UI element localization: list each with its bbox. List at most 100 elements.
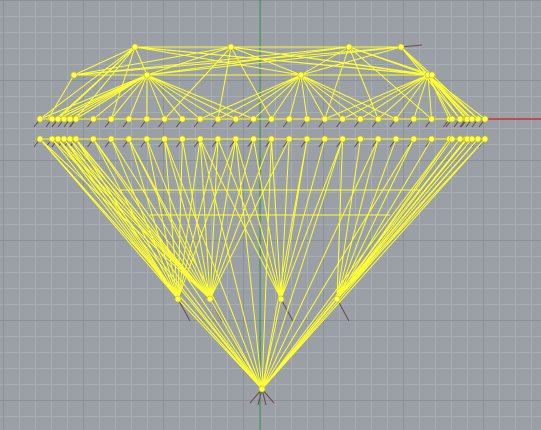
control-point[interactable]: [66, 115, 74, 123]
wire-edge: [336, 138, 473, 300]
control-point[interactable]: [161, 135, 169, 143]
culet-control-point[interactable]: [258, 385, 266, 393]
control-point[interactable]: [90, 135, 97, 143]
control-point[interactable]: [339, 135, 347, 143]
control-point[interactable]: [143, 71, 151, 79]
control-point[interactable]: [48, 135, 56, 143]
control-point[interactable]: [428, 135, 436, 143]
control-point[interactable]: [232, 135, 240, 143]
control-point[interactable]: [36, 115, 44, 123]
control-point[interactable]: [107, 115, 115, 123]
control-point[interactable]: [481, 115, 489, 123]
control-point[interactable]: [428, 115, 436, 123]
control-point[interactable]: [410, 135, 418, 143]
wire-edge: [69, 138, 179, 300]
control-point[interactable]: [72, 135, 80, 143]
control-point[interactable]: [174, 295, 182, 303]
wire-edge: [360, 74, 429, 120]
control-point[interactable]: [448, 115, 456, 123]
control-point[interactable]: [356, 135, 364, 143]
control-point[interactable]: [48, 115, 56, 123]
control-point[interactable]: [481, 135, 489, 143]
control-point[interactable]: [267, 135, 275, 143]
wire-edge: [75, 46, 136, 120]
control-point[interactable]: [356, 115, 364, 123]
wire-edge: [128, 138, 263, 390]
wire-edge: [39, 138, 263, 390]
wire-edge: [146, 74, 166, 120]
wire-edge: [300, 74, 308, 120]
control-point[interactable]: [90, 115, 97, 123]
control-point[interactable]: [397, 43, 405, 51]
control-point[interactable]: [66, 135, 74, 143]
control-point[interactable]: [285, 135, 293, 143]
control-point[interactable]: [303, 115, 311, 123]
control-point[interactable]: [468, 115, 476, 123]
control-point[interactable]: [321, 115, 329, 123]
control-point[interactable]: [474, 135, 482, 143]
control-point[interactable]: [428, 71, 436, 79]
control-point[interactable]: [297, 71, 305, 79]
control-point[interactable]: [54, 115, 62, 123]
control-point[interactable]: [456, 115, 464, 123]
control-point[interactable]: [339, 115, 347, 123]
control-point[interactable]: [374, 135, 382, 143]
control-point[interactable]: [333, 295, 341, 303]
control-point[interactable]: [474, 115, 482, 123]
control-point[interactable]: [392, 115, 400, 123]
wire-edge: [235, 74, 302, 120]
control-point[interactable]: [178, 115, 186, 123]
control-point[interactable]: [60, 115, 68, 123]
control-point[interactable]: [125, 115, 133, 123]
wire-edge: [270, 74, 302, 120]
wire-edge: [92, 138, 179, 300]
control-point[interactable]: [214, 115, 222, 123]
wire-edge: [261, 138, 415, 390]
wire-edge: [261, 138, 379, 390]
control-point[interactable]: [161, 115, 169, 123]
control-point[interactable]: [214, 135, 222, 143]
normal-tick: [400, 44, 423, 48]
control-point[interactable]: [107, 135, 115, 143]
control-point[interactable]: [143, 135, 151, 143]
wire-edge: [146, 46, 402, 76]
wire-edge: [395, 74, 429, 120]
control-point[interactable]: [70, 71, 78, 79]
control-point[interactable]: [374, 115, 382, 123]
wire-edge: [110, 138, 211, 300]
wire-edge: [336, 138, 397, 300]
control-point[interactable]: [468, 135, 476, 143]
control-point[interactable]: [54, 135, 62, 143]
control-point[interactable]: [250, 115, 258, 123]
control-point[interactable]: [392, 135, 400, 143]
control-point[interactable]: [196, 115, 204, 123]
control-point[interactable]: [206, 295, 214, 303]
control-point[interactable]: [232, 115, 240, 123]
wire-edge: [92, 138, 211, 300]
control-point[interactable]: [250, 135, 258, 143]
control-point[interactable]: [321, 135, 329, 143]
wire-edge: [348, 46, 379, 120]
control-point[interactable]: [448, 135, 456, 143]
control-point[interactable]: [125, 135, 133, 143]
control-point[interactable]: [303, 135, 311, 143]
control-point[interactable]: [456, 135, 464, 143]
control-point[interactable]: [72, 115, 80, 123]
control-point[interactable]: [277, 295, 285, 303]
control-point[interactable]: [410, 115, 418, 123]
control-point[interactable]: [131, 43, 139, 51]
control-point[interactable]: [143, 115, 151, 123]
control-point[interactable]: [227, 43, 235, 51]
wire-edge: [336, 138, 433, 300]
control-point[interactable]: [60, 135, 68, 143]
control-point[interactable]: [267, 115, 275, 123]
control-point[interactable]: [36, 135, 44, 143]
control-point[interactable]: [345, 43, 353, 51]
wire-edge: [400, 46, 473, 120]
control-point[interactable]: [178, 135, 186, 143]
control-point[interactable]: [285, 115, 293, 123]
control-points[interactable]: [36, 43, 489, 393]
control-point[interactable]: [196, 135, 204, 143]
